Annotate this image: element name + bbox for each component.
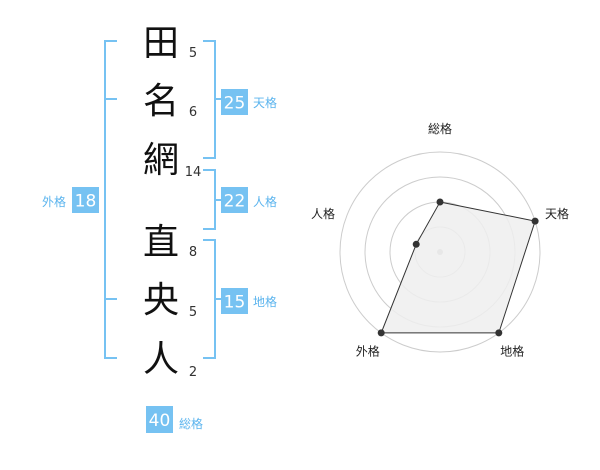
jinkaku-badge-box <box>221 187 248 213</box>
jinkaku-badge: 22 人格 <box>221 187 277 213</box>
name-char-1: 田 <box>143 23 179 64</box>
tenkaku-badge: 25 天格 <box>221 89 277 115</box>
radar-axis-label-3: 地格 <box>500 344 524 359</box>
jinkaku-bracket <box>203 169 222 230</box>
name-char-4: 直 <box>143 222 179 263</box>
soukaku-badge: 40 総格 <box>146 406 203 433</box>
name-char-6: 人 <box>143 339 179 380</box>
gaikaku-label: 外格 <box>42 194 66 209</box>
radar-point-1 <box>436 198 444 206</box>
gaikaku-badge: 外格 18 <box>42 187 99 213</box>
radar-axis-label-4: 外格 <box>356 344 380 359</box>
radar-point-4 <box>377 329 385 337</box>
soukaku-label: 総格 <box>179 416 203 431</box>
stroke-count-5: 5 <box>189 305 197 320</box>
radar-point-3 <box>495 329 503 337</box>
tenkaku-badge-box <box>221 89 248 115</box>
gaikaku-value: 18 <box>75 192 97 212</box>
radar-ring-4 <box>339 151 541 353</box>
soukaku-value: 40 <box>149 411 171 431</box>
chikaku-value: 15 <box>224 293 246 313</box>
gaikaku-bracket <box>104 40 117 359</box>
radar-point-5 <box>412 240 420 248</box>
jinkaku-value: 22 <box>224 192 246 212</box>
stroke-count-6: 2 <box>189 365 197 380</box>
radar-points <box>377 198 539 337</box>
chikaku-badge: 15 地格 <box>221 288 277 314</box>
jinkaku-label: 人格 <box>253 194 277 209</box>
name-char-2: 名 <box>143 81 179 122</box>
tenkaku-value: 25 <box>224 94 246 114</box>
radar-point-2 <box>531 217 539 225</box>
chikaku-bracket <box>203 239 222 359</box>
tenkaku-bracket <box>203 40 222 159</box>
chikaku-label: 地格 <box>253 294 277 309</box>
tenkaku-label: 天格 <box>253 95 277 110</box>
name-char-3: 網 <box>143 140 179 181</box>
radar-axis-label-2: 天格 <box>545 206 569 221</box>
stroke-count-2: 6 <box>189 105 197 120</box>
radar-polygon <box>380 201 536 334</box>
radar-axis-label-1: 総格 <box>428 121 452 136</box>
gaikaku-badge-box <box>72 187 99 213</box>
soukaku-badge-box <box>146 406 173 433</box>
stroke-count-4: 8 <box>189 245 197 260</box>
stroke-count-3: 14 <box>185 165 202 180</box>
stroke-count-1: 5 <box>189 46 197 61</box>
radar-area <box>380 201 536 334</box>
name-char-5: 央 <box>143 280 179 321</box>
chikaku-badge-box <box>221 288 248 314</box>
radar-axis-label-5: 人格 <box>311 206 335 221</box>
